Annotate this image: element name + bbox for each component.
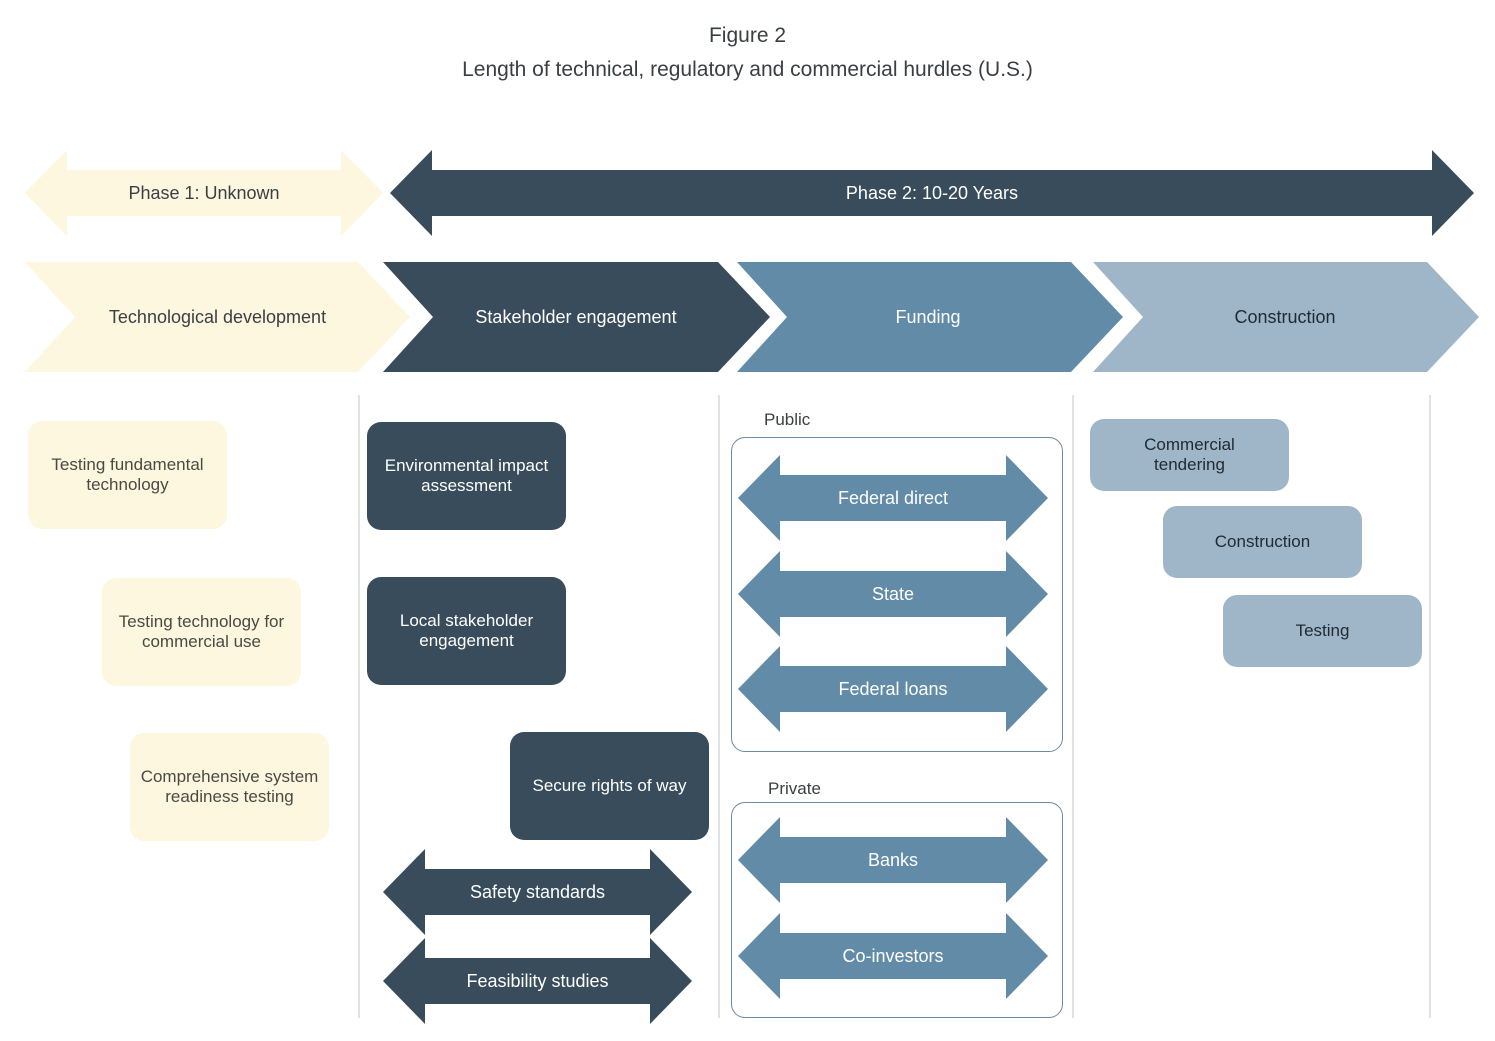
feasibility-studies-arrow <box>383 938 692 1024</box>
box-label: Commercial tendering <box>1144 435 1235 474</box>
figure-label: Figure 2 <box>708 24 787 47</box>
safety-standards-arrow <box>383 849 692 935</box>
box-label: Environmental impact assessment <box>384 456 549 495</box>
box-label: Testing technology for commercial use <box>118 612 285 651</box>
testing-technology-commercial-use-box: Testing technology for commercial use <box>102 578 301 686</box>
box-label: Secure rights of way <box>532 776 687 795</box>
box-label: Construction <box>1214 532 1311 551</box>
federal-direct-arrow <box>738 455 1048 541</box>
stage-chevron-construction <box>1093 262 1479 372</box>
phase-2-arrow <box>390 150 1474 236</box>
federal-loans-arrow <box>738 646 1048 732</box>
public-group-label: Public <box>764 410 811 429</box>
box-label: Testing <box>1295 621 1350 640</box>
box-label: Local stakeholder engagement <box>399 611 534 650</box>
environmental-impact-assessment-box: Environmental impact assessment <box>367 422 566 530</box>
phase-1-arrow <box>25 150 383 236</box>
private-group-box <box>731 802 1063 1018</box>
construction-box: Construction <box>1163 506 1362 578</box>
commercial-tendering-box: Commercial tendering <box>1090 419 1289 491</box>
figure-title: Length of technical, regulatory and comm… <box>462 58 1033 81</box>
stage-chevron-funding <box>737 262 1123 372</box>
local-stakeholder-engagement-box: Local stakeholder engagement <box>367 577 566 685</box>
stage-chevron-technological <box>25 262 410 372</box>
banks-arrow <box>738 817 1048 903</box>
secure-rights-of-way-box: Secure rights of way <box>510 732 709 840</box>
testing-box: Testing <box>1223 595 1422 667</box>
box-label: Testing fundamental technology <box>51 455 204 494</box>
public-group-box <box>731 437 1063 752</box>
private-group-label: Private <box>768 779 821 798</box>
box-label: Comprehensive system readiness testing <box>140 767 319 806</box>
state-arrow <box>738 551 1048 637</box>
comprehensive-system-readiness-box: Comprehensive system readiness testing <box>130 733 329 841</box>
stage-chevron-stakeholder <box>383 262 770 372</box>
testing-fundamental-technology-box: Testing fundamental technology <box>28 421 227 529</box>
co-investors-arrow <box>738 913 1048 999</box>
